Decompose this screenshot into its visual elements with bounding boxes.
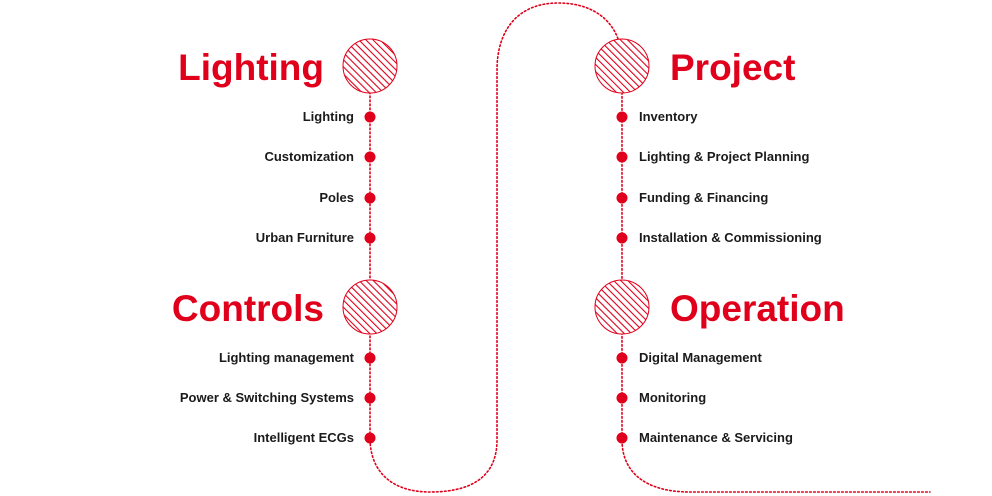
project-hub-circle <box>594 38 650 94</box>
lighting-item-dot <box>364 232 376 244</box>
operation-item-dot <box>616 352 628 364</box>
lighting-heading: Lighting <box>178 47 324 88</box>
controls-item-dot <box>364 432 376 444</box>
project-item: Inventory <box>639 109 698 124</box>
connector-path <box>369 2 931 493</box>
operation-heading: Operation <box>670 288 845 329</box>
project-item-dot <box>616 111 628 123</box>
controls-heading: Controls <box>171 288 324 329</box>
operation-item: Monitoring <box>639 390 707 405</box>
project-item-dot <box>616 192 628 204</box>
operation-item: Digital Management <box>639 350 762 365</box>
controls-item: Intelligent ECGs <box>253 430 354 445</box>
operation-item: Maintenance & Servicing <box>639 430 793 445</box>
project-item: Funding & Financing <box>639 190 769 205</box>
lighting-item: Lighting <box>302 109 354 124</box>
controls-item: Power & Switching Systems <box>179 390 354 405</box>
lighting-item: Customization <box>264 149 354 164</box>
lighting-item-dot <box>364 151 376 163</box>
controls-hub-circle <box>342 279 398 335</box>
operation-hub-circle <box>594 279 650 335</box>
project-item-dot <box>616 151 628 163</box>
operation-item-dot <box>616 392 628 404</box>
project-item-dot <box>616 232 628 244</box>
project-item: Installation & Commissioning <box>639 230 822 245</box>
controls-item-dot <box>364 392 376 404</box>
project-heading: Project <box>670 47 796 88</box>
lighting-hub-circle <box>342 38 398 94</box>
lighting-item-dot <box>364 192 376 204</box>
lighting-item: Urban Furniture <box>255 230 354 245</box>
controls-item: Lighting management <box>218 350 354 365</box>
controls-item-dot <box>364 352 376 364</box>
operation-item-dot <box>616 432 628 444</box>
lighting-item-dot <box>364 111 376 123</box>
lighting-item: Poles <box>319 190 354 205</box>
project-item: Lighting & Project Planning <box>639 149 810 164</box>
